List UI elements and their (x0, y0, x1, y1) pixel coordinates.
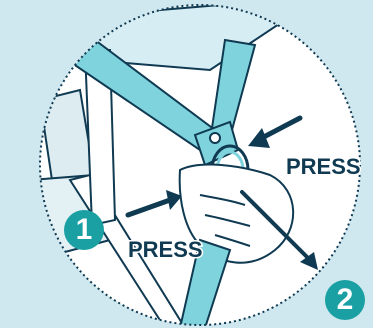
step-badge-2: 2 (325, 280, 365, 320)
press-arrow-left-icon (125, 190, 182, 218)
step-badge-1: 1 (64, 210, 104, 250)
press-arrow-right-icon (248, 115, 303, 148)
press-label-lower: PRESS (127, 236, 205, 264)
pull-arrow-icon (240, 190, 318, 270)
magnifier-border (39, 4, 361, 326)
press-label-upper: PRESS (285, 153, 363, 181)
